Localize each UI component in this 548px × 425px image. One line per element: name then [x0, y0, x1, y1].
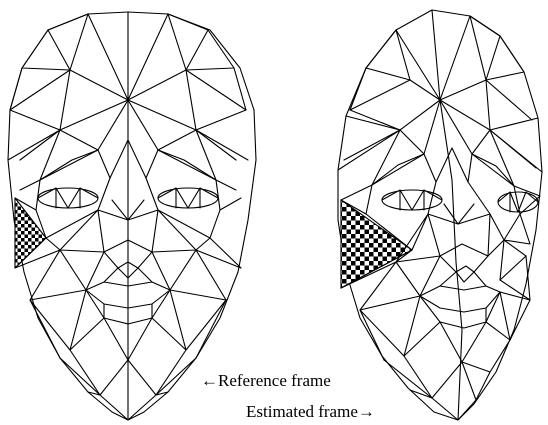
estimated-face-outline: [338, 10, 542, 420]
reference-left-eye: [38, 188, 98, 208]
reference-right-eye: [158, 188, 218, 208]
estimated-face-mesh: [338, 10, 542, 420]
estimated-right-eye: [498, 192, 538, 212]
reference-face-mesh: [8, 12, 256, 420]
reference-frame-label: ←Reference frame: [201, 372, 331, 389]
estimated-frame-label: Estimated frame→: [246, 403, 375, 420]
reference-face-outline: [8, 12, 256, 420]
estimated-highlight-triangle: [341, 200, 412, 288]
